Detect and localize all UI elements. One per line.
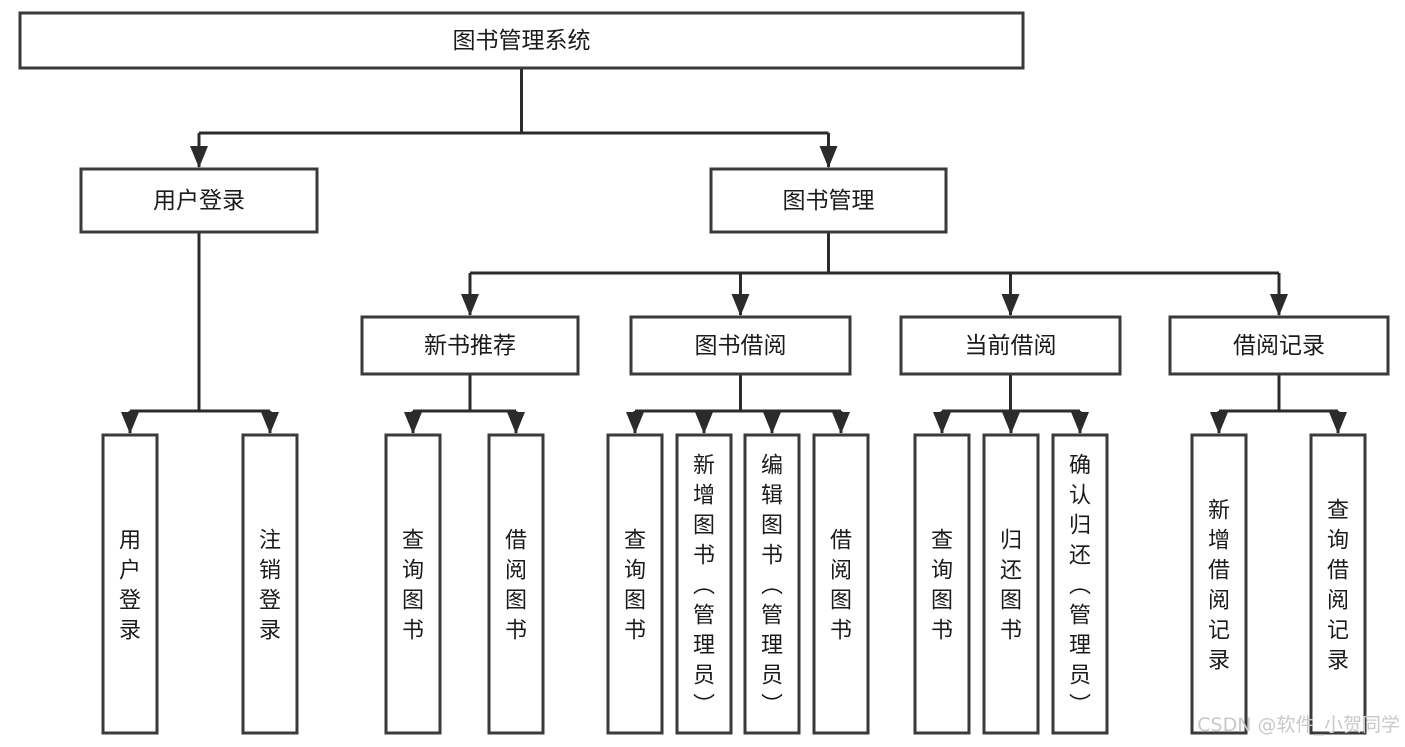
leaf-node-leaf-add-book-admin[interactable]: 新增图书︵管理员︶ [675,433,733,735]
node-box-rect [709,167,948,234]
leaf-node-leaf-query-borrow-record[interactable]: 查询借阅记录 [1309,433,1367,735]
node-box-rect [487,433,545,735]
node-box-rect [743,433,801,735]
leaf-node-leaf-return-book[interactable]: 归还图书 [982,433,1040,735]
node-label: 借阅记录 [1233,333,1325,359]
node-box-rect [812,433,870,735]
node-box-rect [241,433,299,735]
leaf-group-0-arrow-icon-0 [121,412,139,434]
leaf-group-2-arrow-icon-0 [626,412,644,434]
leaf-node-leaf-query-book-borrow[interactable]: 查询图书 [606,433,664,735]
level2-node-user-login[interactable]: 用户登录 [79,167,319,234]
node-label: 新增借阅记录 [1208,498,1230,673]
node-label: 查询图书 [402,528,424,643]
node-label: 用户登录 [153,188,245,214]
leaf-node-leaf-user-login[interactable]: 用户登录 [101,433,159,735]
level3-node-borrow-record[interactable]: 借阅记录 [1168,315,1390,376]
leaf-group-2-arrow-icon-1 [695,412,713,434]
leaf-node-leaf-confirm-return-admin[interactable]: 确认归还︵管理员︶ [1051,433,1109,735]
node-box-rect [675,433,733,735]
leaf-node-leaf-query-book-recommend[interactable]: 查询图书 [384,433,442,735]
leaf-node-leaf-edit-book-admin[interactable]: 编辑图书︵管理员︶ [743,433,801,735]
node-label: 注销登录 [259,528,281,643]
leaf-group-3-arrow-icon-2 [1071,412,1089,434]
l2-to-l3-arrow-icon-1 [731,294,750,316]
csdn-watermark: CSDN @软件_小贺同学 [1197,714,1400,736]
node-label: 查询图书 [624,528,646,643]
node-label: 借阅图书 [505,528,527,643]
leaf-group-0-arrow-icon-1 [261,412,279,434]
leaf-node-leaf-borrow-book-recommend[interactable]: 借阅图书 [487,433,545,735]
leaf-group-4-arrow-icon-1 [1329,412,1347,434]
node-label: 用户登录 [119,528,141,643]
root-to-l2-arrow-icon-1 [819,146,838,168]
node-box-rect [101,433,159,735]
level3-node-current-borrow[interactable]: 当前借阅 [899,315,1122,376]
leaf-node-leaf-logout-login[interactable]: 注销登录 [241,433,299,735]
node-box-rect [384,433,442,735]
node-box-rect [1309,433,1367,735]
node-label: 图书管理系统 [453,28,591,54]
leaf-node-leaf-query-book-current[interactable]: 查询图书 [913,433,971,735]
node-box-rect [899,315,1122,376]
l2-to-l3-arrow-icon-3 [1270,294,1288,316]
l2-to-l3-arrow-icon-2 [1001,294,1020,316]
level3-node-new-book-recommend[interactable]: 新书推荐 [360,315,580,376]
leaf-node-leaf-add-borrow-record[interactable]: 新增借阅记录 [1190,433,1248,735]
node-label: 当前借阅 [965,333,1057,359]
node-box-rect [606,433,664,735]
leaf-group-2-arrow-icon-2 [763,412,781,434]
node-label: 图书管理 [783,188,875,214]
node-box-rect [1051,433,1109,735]
leaf-group-4-arrow-icon-0 [1210,412,1228,434]
node-box-rect [913,433,971,735]
leaf-group-1-arrow-icon-1 [507,412,525,434]
root-node-root[interactable]: 图书管理系统 [18,11,1025,70]
node-label: 新增图书︵管理员︶ [693,453,715,718]
node-label: 新书推荐 [424,333,516,359]
node-label: 图书借阅 [695,333,787,359]
leaf-node-leaf-borrow-book[interactable]: 借阅图书 [812,433,870,735]
leaf-group-2-arrow-icon-3 [832,412,850,434]
node-label: 确认归还︵管理员︶ [1069,453,1091,718]
node-box-rect [629,315,852,376]
node-label: 归还图书 [1000,528,1022,643]
node-label: 借阅图书 [830,528,852,643]
root-to-l2-arrow-icon-0 [190,146,208,168]
node-label: 查询借阅记录 [1327,498,1349,673]
node-box-rect [1190,433,1248,735]
connectors-group [121,68,1347,434]
node-box-rect [79,167,319,234]
node-label: 查询图书 [931,528,953,643]
node-box-rect [982,433,1040,735]
node-box-rect [1168,315,1390,376]
leaf-group-1-arrow-icon-0 [404,412,422,434]
node-box-rect [18,11,1025,70]
node-box-rect [360,315,580,376]
level2-node-book-management[interactable]: 图书管理 [709,167,948,234]
leaf-group-3-arrow-icon-0 [933,412,951,434]
l2-to-l3-arrow-icon-0 [461,294,479,316]
leaf-group-3-arrow-icon-1 [1002,412,1020,434]
node-label: 编辑图书︵管理员︶ [761,453,783,718]
level3-node-book-borrow[interactable]: 图书借阅 [629,315,852,376]
